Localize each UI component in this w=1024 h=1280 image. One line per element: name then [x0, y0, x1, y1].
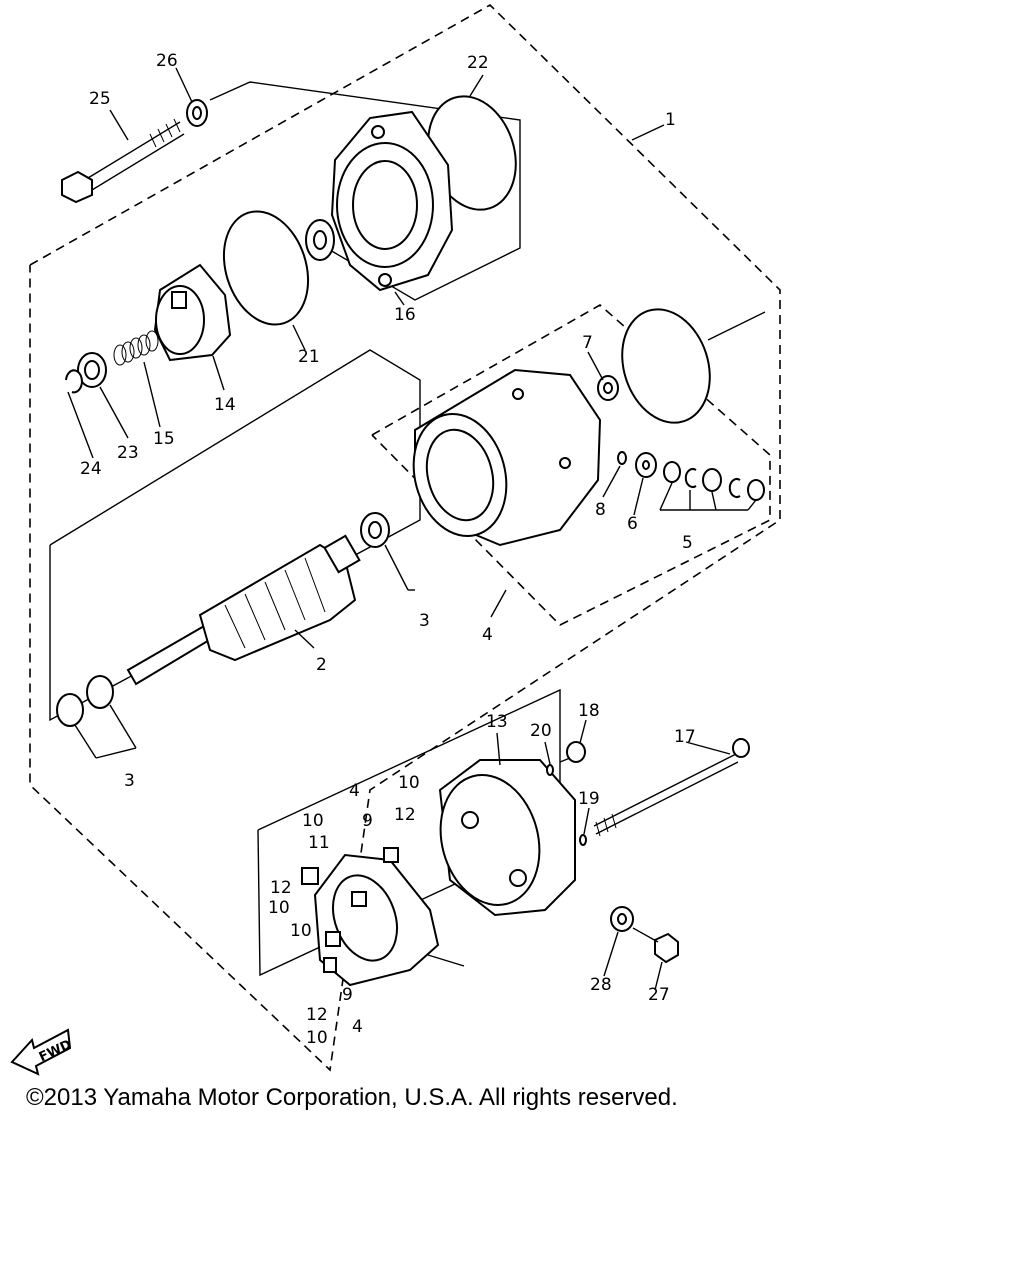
callout-c9b: 9: [342, 985, 353, 1005]
callout-c22: 22: [467, 53, 489, 73]
callout-c10b: 10: [398, 773, 420, 793]
callout-c10e: 10: [306, 1028, 328, 1048]
callout-c4a: 4: [482, 625, 493, 645]
assembly-boundary: [29, 4, 781, 1072]
spring-15: [113, 330, 159, 366]
callout-c17: 17: [674, 727, 696, 747]
callout-c20: 20: [530, 721, 552, 741]
washer-6: [635, 452, 657, 478]
callout-c19: 19: [578, 789, 600, 809]
washer-3a: [360, 512, 390, 548]
callout-c5: 5: [682, 533, 693, 553]
circlip-24: [65, 369, 83, 394]
brush-holder: [301, 847, 465, 987]
callout-c9a: 9: [362, 811, 373, 831]
o-ring-right: [621, 308, 711, 424]
washer-3b: [56, 675, 114, 727]
callout-c14: 14: [214, 395, 236, 415]
washer-28: [610, 906, 634, 932]
copyright-notice: ©2013 Yamaha Motor Corporation, U.S.A. A…: [26, 1084, 678, 1111]
callout-c6: 6: [627, 514, 638, 534]
callout-c28: 28: [590, 975, 612, 995]
bolt-27: [632, 927, 679, 964]
callout-c12c: 12: [306, 1005, 328, 1025]
o-ring-19: [579, 834, 587, 846]
o-ring-21: [222, 210, 310, 326]
callout-c3b: 3: [124, 771, 135, 791]
callout-c2: 2: [316, 655, 327, 675]
washer-26: [186, 99, 208, 127]
o-ring-8: [617, 451, 627, 465]
collar-23: [77, 352, 107, 388]
callout-c10d: 10: [290, 921, 312, 941]
callout-c27: 27: [648, 985, 670, 1005]
leader-lines: [67, 67, 731, 991]
callout-c12b: 12: [270, 878, 292, 898]
end-cover-16: [330, 110, 454, 292]
bolt-17: [593, 738, 750, 837]
callouts: 1233444567899101010101011121212131415161…: [80, 51, 696, 1048]
fwd-arrow-icon: FWD: [10, 1028, 74, 1076]
callout-c4b: 4: [349, 781, 360, 801]
bolt-25: [61, 118, 185, 204]
callout-c13: 13: [486, 712, 508, 732]
callout-c1: 1: [665, 110, 676, 130]
group-box-4: [371, 304, 771, 626]
starter-motor-exploded-diagram: FWD 123344456789910101010101112121213141…: [10, 4, 781, 1076]
callout-c25: 25: [89, 89, 111, 109]
callout-c26: 26: [156, 51, 178, 71]
front-cover-13: [438, 759, 576, 917]
callout-c8: 8: [595, 500, 606, 520]
callout-c24: 24: [80, 459, 102, 479]
callout-c11: 11: [308, 833, 330, 853]
callout-c21: 21: [298, 347, 320, 367]
callout-c16: 16: [394, 305, 416, 325]
callout-c23: 23: [117, 443, 139, 463]
oil-seal: [305, 219, 335, 261]
callout-c4c: 4: [352, 1017, 363, 1037]
group-box-16: [209, 81, 521, 301]
callout-c10a: 10: [302, 811, 324, 831]
callout-c12a: 12: [394, 805, 416, 825]
callout-c18: 18: [578, 701, 600, 721]
callout-c7: 7: [582, 333, 593, 353]
nut-7: [597, 375, 619, 401]
o-ring-20: [546, 764, 554, 776]
screw-18: [559, 741, 586, 763]
callout-c15: 15: [153, 429, 175, 449]
pinion-14: [153, 263, 232, 362]
yoke-4: [412, 368, 602, 547]
callout-c3a: 3: [419, 611, 430, 631]
callout-c10c: 10: [268, 898, 290, 918]
armature-2: [126, 534, 361, 686]
washer-kit-5: [663, 461, 765, 501]
